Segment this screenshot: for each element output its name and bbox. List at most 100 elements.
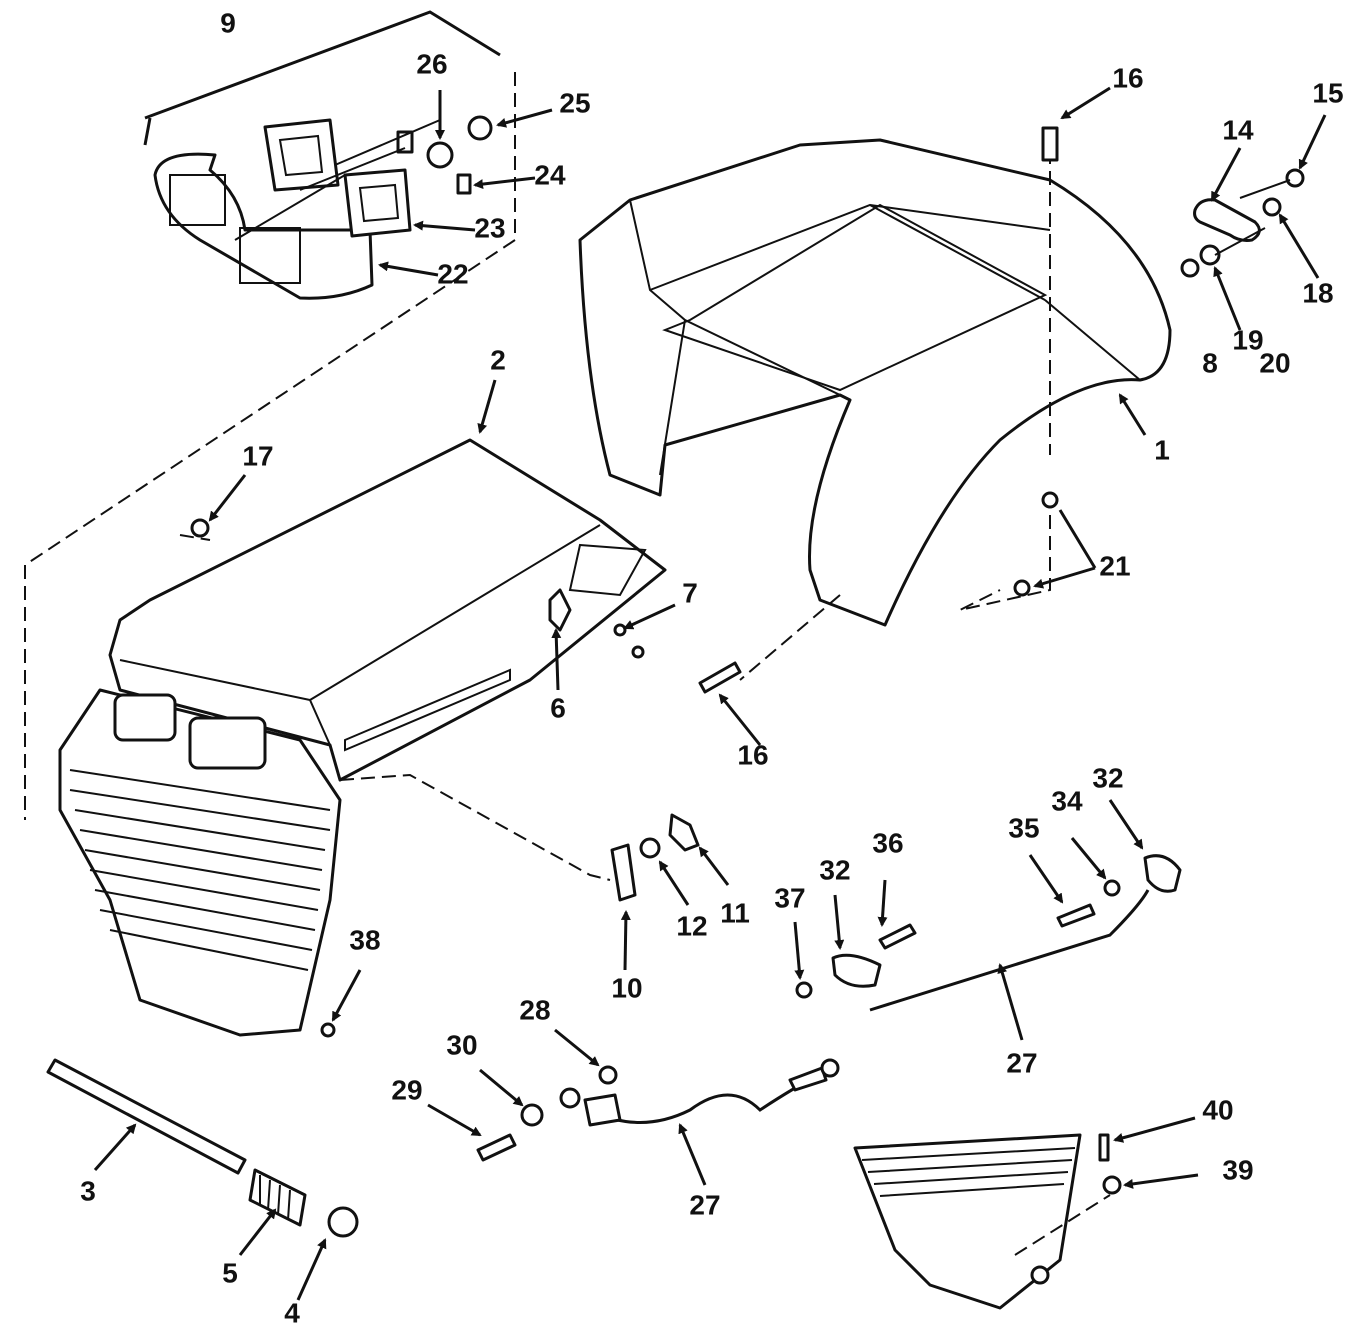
leader-36 xyxy=(877,879,888,927)
callout-10: 10 xyxy=(611,972,642,1003)
screw-15 xyxy=(1285,168,1305,188)
socket-25 xyxy=(467,115,493,141)
callout-34: 34 xyxy=(1051,785,1083,816)
hood-assembly xyxy=(58,438,667,1038)
leader-29 xyxy=(427,1103,482,1137)
bulb-26 xyxy=(426,141,454,169)
pin-40 xyxy=(1098,1133,1110,1162)
grille-slats xyxy=(69,769,331,971)
leader-11 xyxy=(698,846,730,886)
washer-12 xyxy=(639,837,661,859)
leader-3 xyxy=(93,1123,137,1171)
nut-8 xyxy=(1180,258,1200,278)
leader-23 xyxy=(413,220,476,232)
callout-22: 22 xyxy=(437,258,468,289)
leader-22 xyxy=(378,261,439,277)
clamp-32-right xyxy=(1143,854,1182,893)
bolt-29 xyxy=(476,1133,517,1162)
callout-32-right: 32 xyxy=(1092,762,1123,793)
leader-32b xyxy=(1108,799,1144,850)
callout-16-top: 16 xyxy=(1112,62,1143,93)
leader-1 xyxy=(1118,393,1147,436)
cable-27-right xyxy=(869,889,1150,1012)
bracket-assembly xyxy=(1180,168,1305,278)
callout-27-lower: 27 xyxy=(689,1189,720,1220)
callout-24: 24 xyxy=(534,159,566,190)
callout-14: 14 xyxy=(1222,114,1254,145)
leader-27a xyxy=(997,963,1024,1041)
callout-29: 29 xyxy=(391,1074,422,1105)
cable-assembly-right xyxy=(795,854,1182,1012)
callout-40: 40 xyxy=(1202,1094,1233,1125)
latch-bracket-assembly xyxy=(610,813,700,902)
leader-28 xyxy=(554,1028,600,1067)
nut-28 xyxy=(598,1065,618,1085)
callout-19: 19 xyxy=(1232,324,1263,355)
callout-7: 7 xyxy=(682,577,698,608)
leader-15 xyxy=(1298,114,1327,170)
callout-12: 12 xyxy=(676,910,707,941)
nut-21-lower xyxy=(1013,579,1031,597)
leader-16b xyxy=(718,693,762,746)
screw-7b xyxy=(631,645,645,659)
washer-30 xyxy=(520,1103,544,1127)
nut-39 xyxy=(1102,1175,1122,1195)
callout-8: 8 xyxy=(1202,347,1218,378)
callout-20: 20 xyxy=(1259,347,1290,378)
latch-6 xyxy=(548,588,572,632)
group-bracket-9 xyxy=(143,10,501,146)
callout-37: 37 xyxy=(774,882,805,913)
callout-9: 9 xyxy=(220,7,236,38)
callout-25: 25 xyxy=(559,87,590,118)
bolt-16-top xyxy=(1041,126,1059,162)
callout-6: 6 xyxy=(550,692,566,723)
callout-1: 1 xyxy=(1154,434,1170,465)
grille-lower xyxy=(853,1133,1082,1310)
callout-5: 5 xyxy=(222,1257,238,1288)
lamp-lens-right xyxy=(239,227,301,284)
callout-3: 3 xyxy=(80,1175,96,1206)
callout-26: 26 xyxy=(416,48,447,79)
screw-7a xyxy=(613,623,627,637)
nut-21-upper xyxy=(1041,491,1059,509)
lamp-opening-right xyxy=(188,716,267,770)
headlight-assembly xyxy=(24,10,516,820)
assembly-boundary-dash xyxy=(24,72,516,820)
callout-2: 2 xyxy=(490,344,506,375)
screw-18 xyxy=(1262,197,1282,217)
callout-16-side: 16 xyxy=(737,739,768,770)
leader-16a xyxy=(1060,86,1111,120)
bracket-10 xyxy=(610,843,637,902)
leader-18 xyxy=(1278,213,1320,279)
callout-27-right: 27 xyxy=(1006,1047,1037,1078)
leader-32a xyxy=(833,894,845,950)
leader-14 xyxy=(1210,147,1242,202)
rod-3 xyxy=(46,1058,247,1175)
leader-5 xyxy=(238,1208,277,1256)
bolt-36 xyxy=(878,923,917,950)
leader-6 xyxy=(551,628,562,691)
leader-21 xyxy=(1035,509,1097,586)
leader-12 xyxy=(658,860,690,906)
callout-39: 39 xyxy=(1222,1154,1253,1185)
cable-assembly-lower xyxy=(476,1058,840,1162)
callout-35: 35 xyxy=(1008,812,1039,843)
callout-32-left: 32 xyxy=(819,854,850,885)
leader-34 xyxy=(1070,837,1107,880)
fender-1 xyxy=(578,138,1172,627)
callout-labels: 1 2 3 4 5 6 7 8 9 10 11 12 14 15 16 16 1… xyxy=(80,7,1343,1328)
clip-24 xyxy=(456,173,472,195)
washer-19 xyxy=(1199,244,1221,266)
leader-30 xyxy=(479,1068,524,1107)
leader-24 xyxy=(473,176,536,190)
lamp-housing-23 xyxy=(343,168,412,238)
washer-34 xyxy=(1103,879,1121,897)
leader-37 xyxy=(793,921,805,980)
callout-28: 28 xyxy=(519,994,550,1025)
callout-21: 21 xyxy=(1099,550,1130,581)
leader-25 xyxy=(496,108,553,128)
nut-17 xyxy=(190,518,210,538)
callout-17: 17 xyxy=(242,440,273,471)
bracket-14 xyxy=(1193,198,1261,242)
